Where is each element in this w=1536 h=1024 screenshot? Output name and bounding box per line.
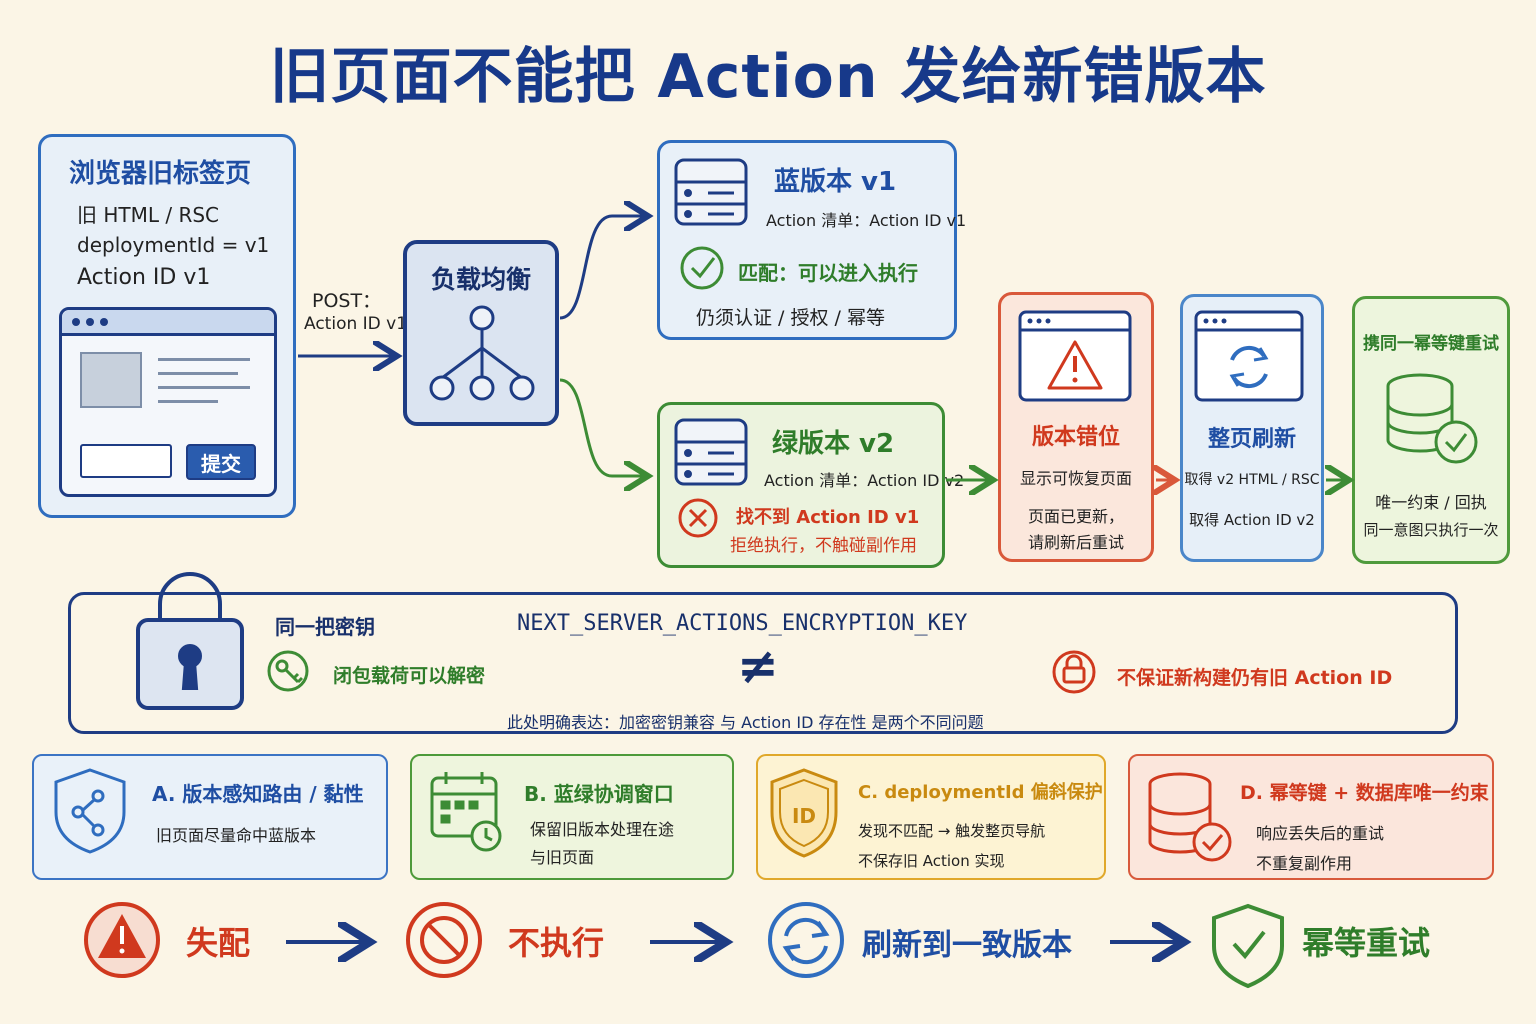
svg-text:ID: ID bbox=[792, 804, 816, 828]
database-check-icon bbox=[1386, 373, 1478, 464]
green-v2-manifest: Action 清单：Action ID v2 bbox=[764, 471, 965, 490]
padlock-icon bbox=[136, 572, 244, 710]
image-placeholder bbox=[80, 352, 142, 408]
strategy-d-title: D. 幂等键 + 数据库唯一约束 bbox=[1240, 782, 1489, 804]
shield-route-icon bbox=[54, 768, 126, 854]
post-action-id: Action ID v1 bbox=[304, 314, 408, 334]
refresh-window-icon bbox=[1194, 310, 1304, 402]
version-skew-line1: 显示可恢复页面 bbox=[1019, 469, 1132, 488]
load-balancer-label: 负载均衡 bbox=[430, 265, 531, 294]
key-icon bbox=[267, 650, 309, 692]
version-skew-line2: 页面已更新， bbox=[1027, 507, 1124, 526]
x-circle-icon bbox=[678, 498, 718, 538]
server-icon bbox=[674, 158, 748, 226]
idempotent-retry-line1: 唯一约束 / 回执 bbox=[1375, 493, 1487, 512]
idempotent-retry-heading: 携同一幂等键重试 bbox=[1363, 334, 1499, 354]
strategy-a-card: A. 版本感知路由 / 黏性 旧页面尽量命中蓝版本 bbox=[32, 754, 388, 880]
server-icon bbox=[674, 418, 748, 486]
version-skew-line3: 请刷新后重试 bbox=[1027, 533, 1124, 552]
full-refresh-heading: 整页刷新 bbox=[1207, 427, 1296, 452]
strategy-b-line1: 保留旧版本处理在途 bbox=[530, 820, 675, 839]
idempotent-retry-line2: 同一意图只执行一次 bbox=[1363, 521, 1499, 539]
arrow-lb-to-blue bbox=[559, 216, 645, 320]
strategy-a-title: A. 版本感知路由 / 黏性 bbox=[152, 782, 364, 806]
browser-old-tab-panel: 浏览器旧标签页 旧 HTML / RSC deploymentId = v1 A… bbox=[38, 134, 296, 518]
id-shield-icon: ID bbox=[770, 768, 838, 858]
strategy-a-line1: 旧页面尽量命中蓝版本 bbox=[156, 826, 317, 845]
full-refresh-line1: 取得 v2 HTML / RSC bbox=[1184, 472, 1320, 488]
blue-v1-match: 匹配：可以进入执行 bbox=[738, 261, 918, 285]
no-entry-icon bbox=[406, 902, 482, 978]
strategy-c-title: C. deploymentId 偏斜保护 bbox=[858, 782, 1103, 803]
arrow-lb-to-green bbox=[559, 378, 645, 476]
not-equal-sign: ≠ bbox=[737, 637, 779, 695]
strategy-d-line1: 响应丢失后的重试 bbox=[1256, 824, 1385, 843]
lock-circle-icon bbox=[1052, 650, 1096, 694]
warning-window-icon bbox=[1018, 310, 1132, 402]
green-v2-reject: 拒绝执行，不触碰副作用 bbox=[730, 536, 917, 556]
no-guarantee-label: 不保证新构建仍有旧 Action ID bbox=[1117, 667, 1393, 689]
decrypt-label: 闭包载荷可以解密 bbox=[333, 665, 486, 687]
warning-icon bbox=[84, 902, 160, 978]
encryption-key-panel: 同一把密钥 闭包载荷可以解密 NEXT_SERVER_ACTIONS_ENCRY… bbox=[68, 592, 1458, 734]
post-label: POST： bbox=[312, 290, 382, 312]
strategy-d-line2: 不重复副作用 bbox=[1256, 854, 1353, 873]
browser-heading: 浏览器旧标签页 bbox=[69, 159, 252, 189]
green-v2-notfound: 找不到 Action ID v1 bbox=[736, 507, 920, 528]
strategy-b-card: B. 蓝绿协调窗口 保留旧版本处理在途 与旧页面 bbox=[410, 754, 734, 880]
env-key-label: NEXT_SERVER_ACTIONS_ENCRYPTION_KEY bbox=[517, 611, 968, 636]
encryption-footnote: 此处明确表达：加密密钥兼容 与 Action ID 存在性 是两个不同问题 bbox=[507, 713, 984, 732]
database-check-icon bbox=[1148, 772, 1232, 862]
flow-label-mismatch: 失配 bbox=[186, 924, 251, 962]
same-key-label: 同一把密钥 bbox=[275, 615, 375, 639]
full-refresh-line2: 取得 Action ID v2 bbox=[1189, 511, 1315, 529]
page-title: 旧页面不能把 Action 发给新错版本 bbox=[269, 42, 1267, 112]
blue-v1-note: 仍须认证 / 授权 / 幂等 bbox=[696, 307, 885, 329]
strategy-b-line2: 与旧页面 bbox=[530, 848, 595, 867]
version-skew-heading: 版本错位 bbox=[1031, 425, 1120, 450]
load-balancer-tree-icon bbox=[429, 305, 535, 401]
browser-action-id: Action ID v1 bbox=[77, 265, 211, 290]
flow-label-no-execute: 不执行 bbox=[508, 924, 605, 962]
strategy-c-line1: 发现不匹配 → 触发整页导航 bbox=[858, 822, 1046, 840]
strategy-c-line2: 不保存旧 Action 实现 bbox=[858, 852, 1005, 870]
shield-check-icon bbox=[1212, 903, 1284, 989]
check-circle-icon bbox=[680, 246, 724, 290]
strategy-b-title: B. 蓝绿协调窗口 bbox=[524, 782, 674, 806]
browser-deployment-id: deploymentId = v1 bbox=[77, 233, 270, 257]
refresh-icon bbox=[768, 902, 844, 978]
blue-v1-manifest: Action 清单：Action ID v1 bbox=[766, 211, 967, 230]
blue-v1-heading: 蓝版本 v1 bbox=[774, 167, 897, 197]
browser-old-html: 旧 HTML / RSC bbox=[77, 203, 220, 227]
calendar-clock-icon bbox=[430, 772, 502, 852]
submit-button[interactable]: 提交 bbox=[186, 444, 256, 480]
green-v2-heading: 绿版本 v2 bbox=[772, 429, 895, 459]
flow-label-idempotent: 幂等重试 bbox=[1302, 924, 1431, 962]
browser-window-illustration: 提交 bbox=[59, 307, 277, 497]
flow-label-refresh: 刷新到一致版本 bbox=[862, 928, 1072, 963]
form-input[interactable] bbox=[80, 444, 172, 478]
